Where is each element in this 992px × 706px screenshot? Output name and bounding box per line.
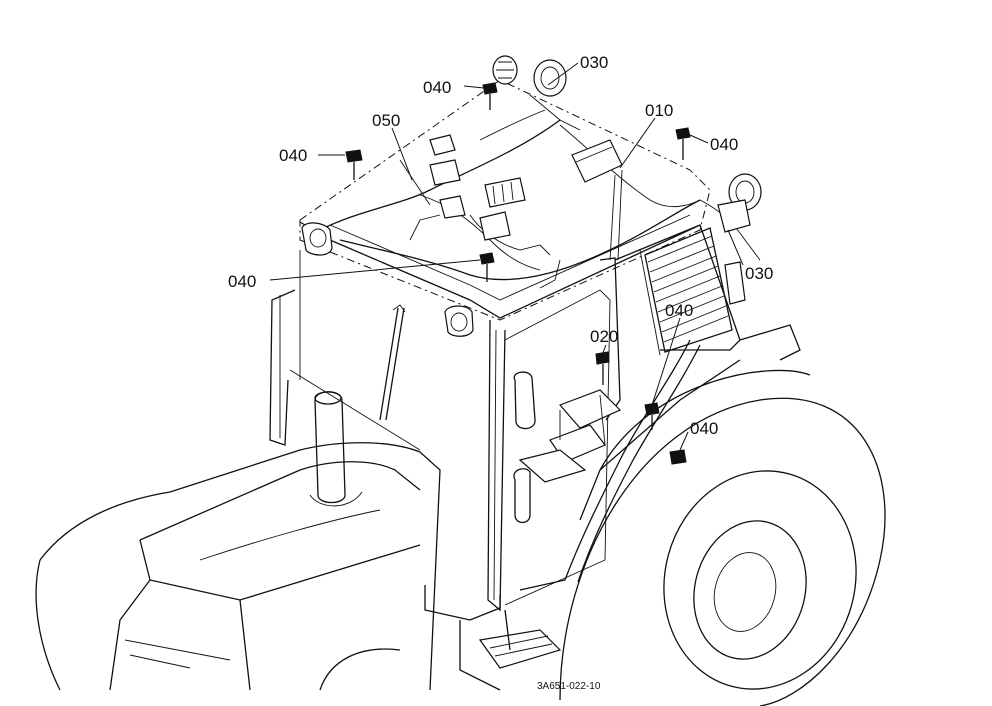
tractor-hood <box>35 442 441 691</box>
bolt-icon <box>675 127 691 160</box>
relay-blocks <box>429 134 526 241</box>
callout-040-right: 040 <box>710 135 738 154</box>
callout-040-pillar: 040 <box>665 301 693 320</box>
callout-020: 020 <box>590 327 618 346</box>
callout-040-left: 040 <box>279 146 307 165</box>
callout-010: 010 <box>645 101 673 120</box>
callout-030-right: 030 <box>745 264 773 283</box>
cab-frame <box>269 79 741 691</box>
callout-040-mid: 040 <box>228 272 256 291</box>
callout-030-top: 030 <box>580 53 608 72</box>
bolt-icon <box>595 351 610 385</box>
leader-lines <box>269 62 744 451</box>
callout-040-lower: 040 <box>690 419 718 438</box>
bracket-020 <box>518 389 622 483</box>
drawing-code: 3A651-022-10 <box>537 681 601 692</box>
bolt-icon <box>644 402 660 430</box>
work-lamp-front-left <box>301 222 333 256</box>
bolt-icon <box>669 449 687 465</box>
dome-light <box>571 139 623 183</box>
exhaust-stack <box>309 391 363 507</box>
work-lamp-rear-top <box>492 55 567 97</box>
bolt-icon <box>482 82 498 110</box>
wiper-arm <box>379 304 406 421</box>
bolt-icon <box>345 149 363 180</box>
rear-window-grille <box>644 227 733 353</box>
side-console <box>724 261 746 305</box>
work-lamp-front-right <box>444 305 474 337</box>
rear-wheel <box>559 324 886 706</box>
callout-040-top: 040 <box>423 78 451 97</box>
bolt-icon <box>479 252 495 282</box>
pillar-harness <box>519 339 701 591</box>
work-lamp-rear-right <box>717 173 762 233</box>
callout-050: 050 <box>372 111 400 130</box>
